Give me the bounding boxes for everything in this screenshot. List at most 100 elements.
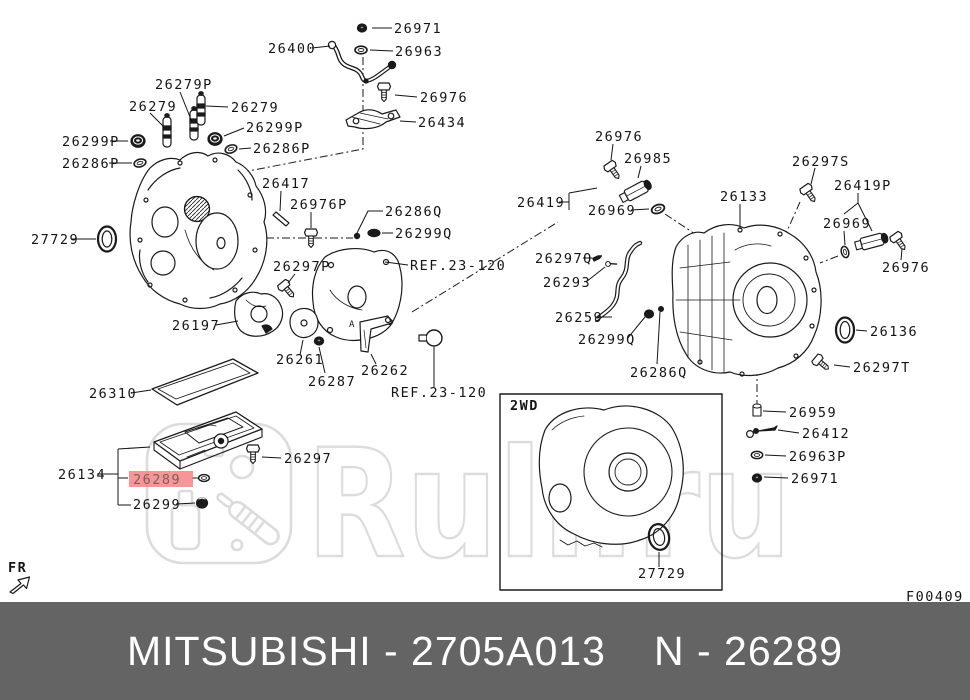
part-label-27729[interactable]: 27729	[31, 232, 79, 248]
part-label-26400[interactable]: 26400	[268, 41, 316, 57]
part-label-26971[interactable]: 26971	[791, 471, 839, 487]
part-label-26419[interactable]: 26419	[517, 195, 565, 211]
figure-code: F00409	[906, 589, 964, 602]
part-label-26299Q[interactable]: 26299Q	[578, 332, 636, 348]
bolt-icon	[376, 82, 392, 103]
marker-a-label: A	[349, 320, 355, 330]
part-label-26985[interactable]: 26985	[624, 151, 672, 167]
fr-direction-arrow-icon	[9, 576, 31, 595]
part-label-26289-highlighted[interactable]: 26289	[133, 472, 181, 488]
part-label-26279P[interactable]: 26279P	[155, 77, 213, 93]
bracket-26434-drawing	[345, 109, 401, 130]
part-label-26297[interactable]: 26297	[284, 451, 332, 467]
pin-26417-drawing	[272, 211, 290, 227]
part-label-26287[interactable]: 26287	[308, 374, 356, 390]
part-label-26976[interactable]: 26976	[420, 90, 468, 106]
part-label-26297T[interactable]: 26297T	[853, 360, 911, 376]
part-label-26310[interactable]: 26310	[89, 386, 137, 402]
part-label-26261[interactable]: 26261	[276, 352, 324, 368]
nut-icon	[751, 473, 763, 483]
part-label-26297S[interactable]: 26297S	[792, 154, 850, 170]
transaxle-case-rear-drawing	[671, 223, 822, 377]
oil-seal-drawing	[96, 225, 118, 253]
grommet-icon	[130, 134, 146, 148]
part-label-26279[interactable]: 26279	[231, 100, 279, 116]
part-label-26969[interactable]: 26969	[588, 203, 636, 219]
part-label-26136[interactable]: 26136	[870, 324, 918, 340]
bolt-icon	[810, 352, 833, 375]
part-label-26976[interactable]: 26976	[595, 129, 643, 145]
part-label-26976P[interactable]: 26976P	[290, 197, 348, 213]
part-label-26299Q[interactable]: 26299Q	[395, 226, 453, 242]
part-label-26976[interactable]: 26976	[882, 260, 930, 276]
fr-label: FR	[8, 560, 27, 576]
oring-icon	[750, 450, 764, 460]
speed-sensor-icon	[617, 177, 654, 205]
part-label-26412[interactable]: 26412	[802, 426, 850, 442]
plate-26261-drawing	[289, 307, 319, 339]
screw-icons	[592, 255, 664, 319]
part-label-26419P[interactable]: 26419P	[834, 178, 892, 194]
part-label-26293[interactable]: 26293	[543, 275, 591, 291]
pan-gasket-drawing	[151, 358, 259, 406]
part-label-26297Q[interactable]: 26297Q	[535, 251, 593, 267]
part-label-26133[interactable]: 26133	[720, 189, 768, 205]
nut-icon	[356, 23, 368, 33]
nut-icon	[313, 336, 325, 346]
bolt-icon	[888, 229, 911, 254]
part-labels: 26971 26400 26963 26976 26434 26279P 262…	[8, 21, 964, 602]
oil-bottle-icon	[170, 489, 201, 551]
oring-icon	[839, 244, 851, 260]
2wd-inset-box	[499, 393, 723, 591]
part-label-ref-23-120[interactable]: REF.23-120	[391, 385, 487, 401]
part-label-26259[interactable]: 26259	[555, 310, 603, 326]
lever-26262-drawing	[359, 315, 393, 353]
footer-brand-part-number: MITSUBISHI - 2705A013	[126, 627, 606, 674]
drain-plug-icon	[195, 497, 209, 509]
part-label-27729[interactable]: 27729	[638, 566, 686, 582]
oring-icon	[354, 45, 368, 55]
bolt-icon	[275, 277, 299, 302]
part-label-26299[interactable]: 26299	[133, 497, 181, 513]
link-26412-icon	[745, 425, 778, 439]
part-label-26969[interactable]: 26969	[823, 216, 871, 232]
part-label-26417[interactable]: 26417	[262, 176, 310, 192]
bolt-icon	[798, 181, 821, 206]
control-cable-drawing	[327, 40, 397, 84]
part-label-26134[interactable]: 26134	[58, 467, 106, 483]
part-label-26279[interactable]: 26279	[129, 99, 177, 115]
stud-icon	[162, 113, 172, 148]
part-label-26299P[interactable]: 26299P	[62, 134, 120, 150]
part-label-26971[interactable]: 26971	[394, 21, 442, 37]
part-label-26286Q[interactable]: 26286Q	[630, 365, 688, 381]
part-label-26297P[interactable]: 26297P	[273, 259, 331, 275]
part-label-ref-23-120[interactable]: REF.23-120	[410, 258, 506, 274]
part-label-26286P[interactable]: 26286P	[253, 141, 311, 157]
parts-diagram: Ruli.ru	[8, 21, 964, 602]
oil-seal-drawing	[834, 316, 856, 344]
part-label-26963[interactable]: 26963	[395, 44, 443, 60]
part-label-26299P[interactable]: 26299P	[246, 120, 304, 136]
part-label-26434[interactable]: 26434	[418, 115, 466, 131]
leader-lines	[72, 27, 903, 567]
shock-absorber-icon	[216, 492, 280, 546]
oring-icon	[649, 201, 667, 217]
plug-drawing	[418, 329, 443, 347]
part-label-26262[interactable]: 26262	[361, 363, 409, 379]
catalog-footer-banner: MITSUBISHI - 2705A013 N - 26289	[0, 602, 970, 700]
transaxle-case-front-drawing	[129, 151, 268, 310]
part-label-26286P[interactable]: 26286P	[62, 156, 120, 172]
oil-pipe-drawing	[594, 240, 643, 322]
part-label-26197[interactable]: 26197	[172, 318, 220, 334]
part-label-26963P[interactable]: 26963P	[789, 449, 847, 465]
oil-pump-drawing	[234, 291, 284, 337]
grommet-icon	[207, 132, 223, 146]
oring-icon	[223, 142, 239, 156]
speed-sensor-icon	[853, 230, 890, 253]
part-label-26286Q[interactable]: 26286Q	[385, 204, 443, 220]
stud-icon	[196, 91, 206, 126]
part-label-26959[interactable]: 26959	[789, 405, 837, 421]
oil-seal-drawing	[647, 523, 671, 551]
oring-icon	[197, 473, 211, 483]
